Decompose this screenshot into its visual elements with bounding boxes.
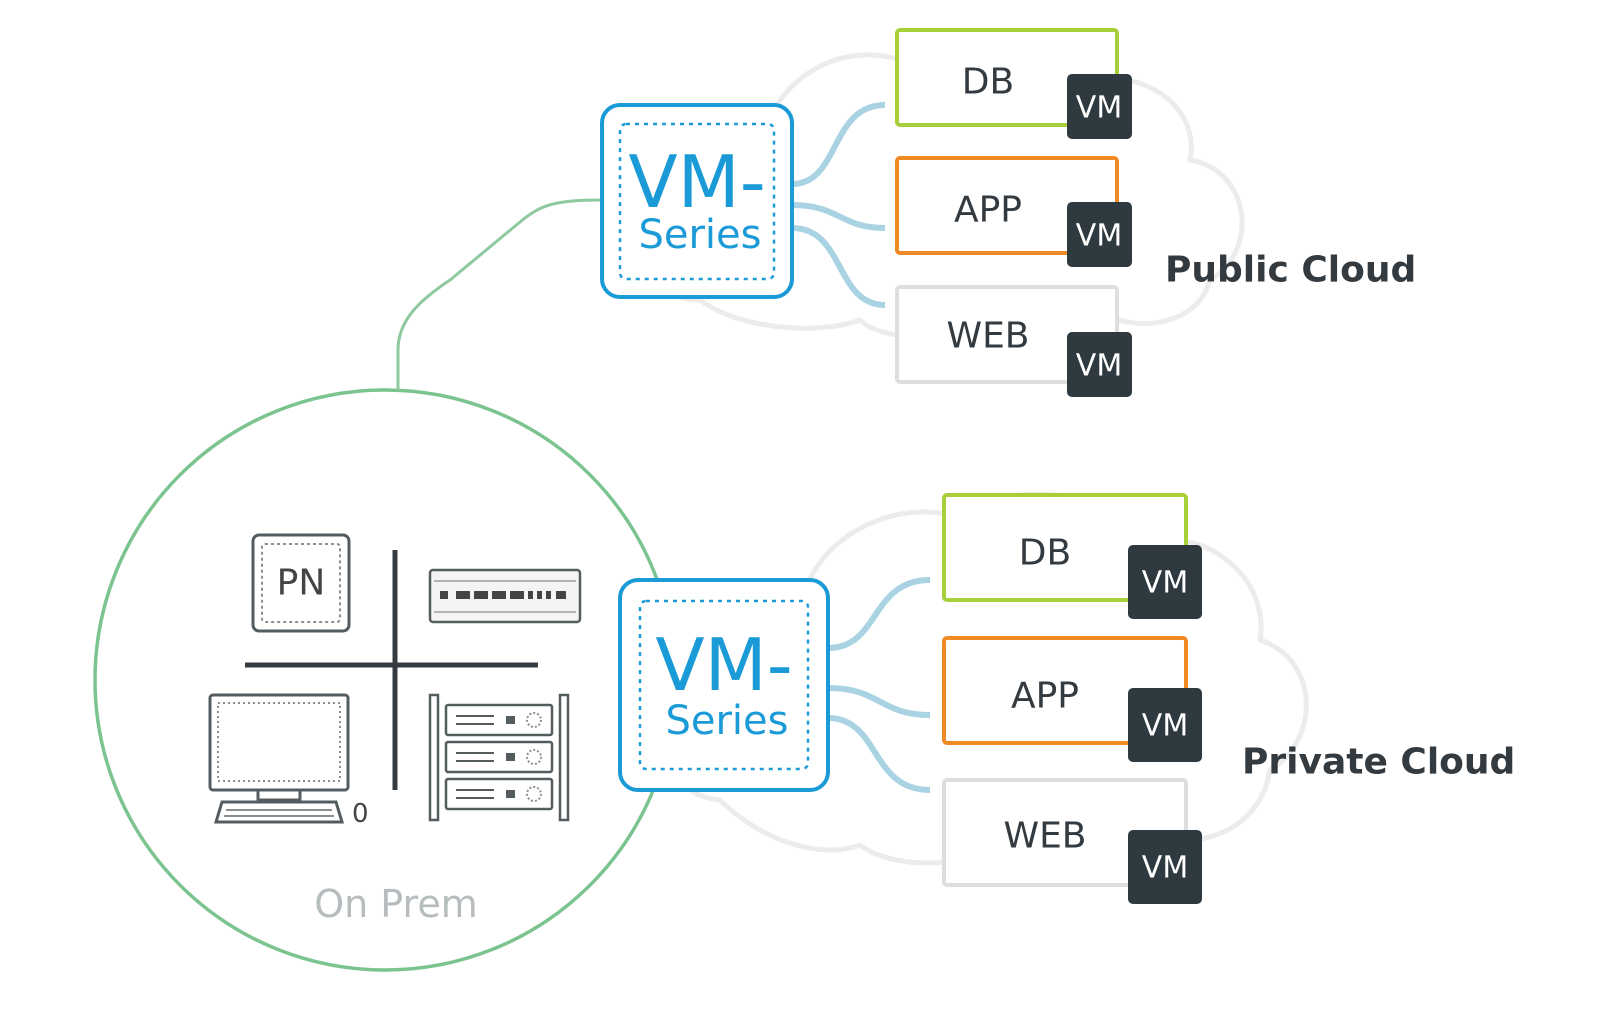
vm-badge xyxy=(1067,332,1132,397)
private-db-vm-badge: VM xyxy=(1142,566,1188,601)
private-app-label: APP xyxy=(1011,676,1079,717)
onprem-to-public-link xyxy=(396,198,601,390)
public-db-vm-badge: VM xyxy=(1076,91,1122,126)
vm-series-firewall-icon xyxy=(618,578,830,792)
private-tier-web[interactable]: WEB VM xyxy=(942,778,1202,904)
public-app-label: APP xyxy=(954,190,1022,231)
private-web-label: WEB xyxy=(1003,816,1086,857)
private-cloud-links xyxy=(827,577,931,793)
vm-badge xyxy=(1067,74,1132,139)
desktop-badge: 0 xyxy=(352,799,369,829)
public-cloud-links xyxy=(791,102,886,308)
private-vm-series-firewall[interactable]: VM- Series xyxy=(618,578,830,792)
private-tier-db[interactable]: DB VM xyxy=(942,493,1202,619)
public-app-vm-badge: VM xyxy=(1076,219,1122,254)
desktop-computer-icon: 0 xyxy=(208,693,369,829)
vm-series-inner-dashed-border xyxy=(638,599,810,771)
public-vm-series-line1: VM- xyxy=(628,140,765,224)
private-vm-series-line1: VM- xyxy=(655,623,792,707)
private-vm-series-line2: Series xyxy=(665,698,788,744)
public-vm-series-firewall[interactable]: VM- Series xyxy=(600,103,794,299)
public-vm-series-line2: Series xyxy=(638,212,761,258)
on-prem-label: On Prem xyxy=(314,882,478,926)
pn-appliance-icon: PN xyxy=(251,533,351,633)
vm-badge xyxy=(1128,545,1202,619)
network-appliance-icon xyxy=(428,568,582,624)
public-web-label: WEB xyxy=(946,316,1029,357)
public-tier-app[interactable]: APP VM xyxy=(895,156,1132,267)
vm-badge xyxy=(1128,688,1202,762)
public-tier-db[interactable]: DB VM xyxy=(895,28,1132,139)
pn-label: PN xyxy=(277,563,326,604)
private-cloud-label: Private Cloud xyxy=(1242,742,1515,783)
private-app-vm-badge: VM xyxy=(1142,709,1188,744)
vm-badge xyxy=(1128,830,1202,904)
public-cloud-label: Public Cloud xyxy=(1165,250,1416,291)
public-tier-web[interactable]: WEB VM xyxy=(895,285,1132,397)
public-db-label: DB xyxy=(962,62,1014,103)
public-web-vm-badge: VM xyxy=(1076,349,1122,384)
private-web-vm-badge: VM xyxy=(1142,851,1188,886)
server-rack-icon xyxy=(428,693,570,822)
vm-badge xyxy=(1067,202,1132,267)
private-db-label: DB xyxy=(1019,533,1071,574)
private-tier-app[interactable]: APP VM xyxy=(942,636,1202,762)
vm-series-firewall-icon xyxy=(600,103,794,299)
